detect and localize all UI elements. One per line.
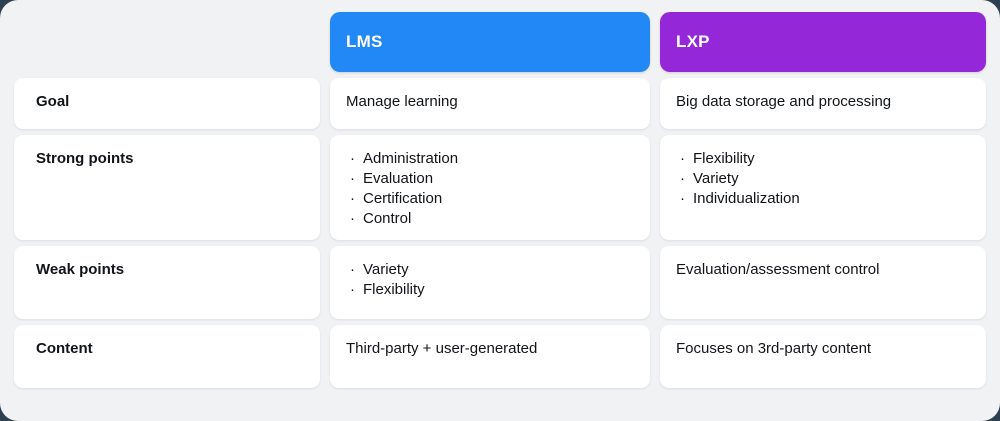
bullet-item: · Flexibility (680, 149, 968, 169)
bullet-item: · Flexibility (350, 280, 632, 300)
cell-content-lms-text: Third-party + user-generated (346, 340, 538, 357)
bullet-dot-icon: · (350, 261, 355, 278)
cell-strong-points-lms: · Administration · Evaluation · Certification… (330, 135, 650, 240)
bullet-item: · Control (350, 209, 632, 229)
cell-content-lxp-text: Focuses on 3rd-party content (676, 340, 872, 357)
bullet-item: · Variety (680, 169, 968, 189)
cell-weak-points-lms: · Variety · Flexibility (330, 246, 650, 319)
row-label-strong-points-text: Strong points (36, 150, 134, 167)
column-header-lms: LMS (330, 12, 650, 72)
bullet-dot-icon: · (350, 170, 355, 187)
bullet-item-label: Flexibility (693, 150, 755, 167)
cell-content-lxp: Focuses on 3rd-party content (660, 325, 986, 388)
comparison-table: LMS LXP Goal Manage learning Big data st… (14, 12, 986, 412)
cell-goal-lms-text: Manage learning (346, 93, 458, 110)
column-header-lxp: LXP (660, 12, 986, 72)
bullet-dot-icon: · (350, 281, 355, 298)
bullet-item-label: Administration (363, 150, 459, 167)
row-label-content: Content (14, 325, 320, 388)
cell-content-lms: Third-party + user-generated (330, 325, 650, 388)
bullet-list-weak-points-lms: · Variety · Flexibility (350, 260, 632, 300)
bullet-dot-icon: · (680, 150, 685, 167)
bullet-item: · Individualization (680, 189, 968, 209)
bullet-dot-icon: · (350, 210, 355, 227)
row-label-weak-points-text: Weak points (36, 261, 125, 278)
cell-weak-points-lxp: Evaluation/assessment control (660, 246, 986, 319)
column-header-lxp-label: LXP (676, 32, 710, 51)
row-label-goal: Goal (14, 78, 320, 129)
bullet-item-label: Variety (363, 261, 409, 278)
bullet-dot-icon: · (680, 170, 685, 187)
bullet-item-label: Certification (363, 190, 443, 207)
row-label-goal-text: Goal (36, 93, 70, 110)
bullet-list-strong-points-lms: · Administration · Evaluation · Certification… (350, 149, 632, 229)
row-label-weak-points: Weak points (14, 246, 320, 319)
bullet-item: · Variety (350, 260, 632, 280)
bullet-item-label: Variety (693, 170, 739, 187)
cell-strong-points-lxp: · Flexibility · Variety · Individualization (660, 135, 986, 240)
bullet-item-label: Evaluation (363, 170, 434, 187)
bullet-dot-icon: · (350, 190, 355, 207)
column-header-lms-label: LMS (346, 32, 383, 51)
row-label-strong-points: Strong points (14, 135, 320, 240)
cell-goal-lxp-text: Big data storage and processing (676, 93, 892, 110)
bullet-item: · Administration (350, 149, 632, 169)
bullet-item-label: Flexibility (363, 281, 425, 298)
bullet-item-label: Individualization (693, 190, 800, 207)
header-label-spacer (14, 12, 320, 72)
bullet-item: · Evaluation (350, 169, 632, 189)
bullet-dot-icon: · (350, 150, 355, 167)
row-label-content-text: Content (36, 340, 93, 357)
cell-weak-points-lxp-text: Evaluation/assessment control (676, 261, 880, 278)
bullet-dot-icon: · (680, 190, 685, 207)
bullet-list-strong-points-lxp: · Flexibility · Variety · Individualization (680, 149, 968, 209)
bullet-item-label: Control (363, 210, 412, 227)
cell-goal-lms: Manage learning (330, 78, 650, 129)
bullet-item: · Certification (350, 189, 632, 209)
cell-goal-lxp: Big data storage and processing (660, 78, 986, 129)
